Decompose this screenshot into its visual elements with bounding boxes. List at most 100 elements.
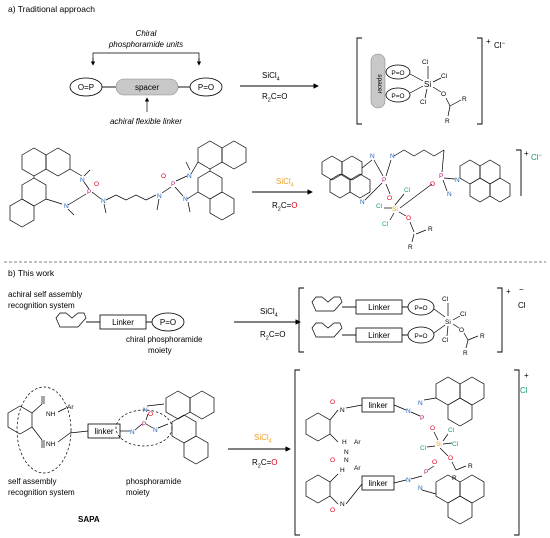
product-a-charge: +: [524, 149, 529, 158]
svg-text:P: P: [171, 181, 175, 188]
complex-a-spacer: [370, 53, 386, 109]
complex-a-r1: R: [462, 96, 467, 103]
complex-b-counterion: Cl: [518, 301, 526, 310]
complex-b-bond-5: [433, 308, 446, 318]
po-right-label: P=O: [198, 83, 214, 92]
complex-b-bond-13: [465, 339, 469, 349]
svg-text:N: N: [418, 485, 423, 492]
complex-a-cl-right: Cl: [441, 73, 448, 80]
complex-b-r-2: R: [463, 350, 468, 357]
po-left-label: O=P: [78, 83, 94, 92]
complex-b-bond-12: [467, 335, 479, 341]
svg-text:P: P: [382, 177, 386, 184]
complex-b-bond-11: [463, 332, 469, 341]
svg-text:Ar: Ar: [354, 465, 361, 472]
svg-text:O: O: [330, 457, 335, 464]
svg-text:Linker: Linker: [368, 331, 390, 340]
complex-a-bond-2: [409, 85, 424, 94]
complex-a-po-bottom: [385, 87, 411, 103]
svg-text:O: O: [432, 459, 437, 466]
svg-text:N: N: [406, 477, 411, 484]
svg-text:O: O: [161, 173, 166, 180]
complex-b-cl-3: Cl: [442, 337, 449, 344]
complex-b-bracket-right: [497, 287, 503, 353]
svg-text:N: N: [455, 177, 460, 184]
b2-reagent-sicl4: SiCl4: [254, 433, 272, 445]
self-recognition-label-2: recognition system: [8, 488, 75, 497]
svg-text:N: N: [340, 407, 345, 414]
svg-text:N: N: [406, 408, 411, 415]
svg-text:Ar: Ar: [354, 439, 361, 446]
svg-text:N: N: [130, 429, 135, 436]
complex-a-bond-6: [432, 86, 442, 93]
self-assembly-label-2: recognition system: [8, 301, 75, 310]
svg-text:N: N: [340, 501, 345, 508]
svg-text:linker: linker: [94, 427, 113, 436]
a2-reagent-r2co: R2C=O: [272, 201, 298, 213]
svg-text:NH: NH: [46, 411, 56, 418]
svg-text:Cl: Cl: [404, 187, 411, 194]
complex-a-charge: +: [486, 37, 491, 46]
product-b-bracket-left: [294, 369, 300, 536]
complex-b-cl-2: Cl: [460, 311, 467, 318]
complex-a-o: O: [441, 91, 446, 98]
product-a-complex: N N P N O Si Cl Cl Cl O P N N O R R: [321, 149, 511, 251]
svg-text:Si: Si: [392, 206, 398, 213]
svg-text:O: O: [148, 411, 153, 418]
svg-text:N: N: [418, 400, 423, 407]
chiral-bracket: [92, 52, 200, 64]
chiral-label-line1: Chiral: [136, 29, 157, 38]
phosphoramide-label-2: moiety: [126, 488, 150, 497]
complex-b-shape-bottom: [311, 322, 343, 338]
product-a-bracket: [516, 149, 522, 196]
complex-b-bond-6: [433, 324, 446, 334]
svg-text:O: O: [387, 195, 392, 202]
svg-text:R: R: [428, 226, 433, 233]
bisphosphoramide-molecule: N P O N N N P O N N: [9, 140, 247, 228]
product-b-charge: +: [524, 371, 529, 380]
svg-text:N: N: [157, 193, 162, 200]
svg-text:NH: NH: [46, 441, 56, 448]
svg-text:N: N: [187, 173, 192, 180]
complex-a-cl-bottom: Cl: [420, 99, 427, 106]
svg-text:P: P: [424, 469, 428, 476]
svg-text:O: O: [406, 215, 411, 222]
svg-text:O: O: [430, 425, 435, 432]
section-a-heading: a) Traditional approach: [8, 4, 95, 14]
svg-text:N: N: [64, 203, 69, 210]
svg-text:N: N: [80, 177, 85, 184]
complex-b-r-1: R: [480, 333, 485, 340]
svg-text:Si: Si: [436, 441, 442, 448]
a1-reagent-r2co: R2C=O: [262, 92, 288, 104]
chiral-moiety-label-1: chiral phosphoramide: [126, 335, 203, 344]
complex-b-cl-1: Cl: [442, 296, 449, 303]
svg-text:P: P: [439, 173, 443, 180]
product-b-complex: O N H N Ar O linker N P N O Si Cl Cl Cl …: [305, 376, 485, 525]
svg-text:P: P: [420, 415, 424, 422]
svg-text:R: R: [468, 463, 473, 470]
complex-b-shape-top: [311, 296, 343, 312]
po-right-node: [189, 77, 223, 97]
a2-reagent-sicl4: SiCl4: [276, 177, 294, 189]
complex-a-bond-5: [424, 88, 428, 99]
svg-text:N: N: [344, 449, 349, 456]
svg-text:Cl: Cl: [448, 427, 455, 434]
svg-text:linker: linker: [368, 401, 387, 410]
svg-text:Linker: Linker: [368, 303, 390, 312]
recognition-shape: [55, 312, 87, 328]
b1-reagent-r2co: R2C=O: [260, 330, 286, 342]
product-a-counterion: Cl−: [531, 153, 543, 162]
complex-a-si: Si: [424, 80, 431, 89]
svg-text:O: O: [430, 181, 435, 188]
svg-text:N: N: [360, 199, 365, 206]
complex-a-po-top: [385, 64, 411, 80]
b2-reagent-r2co: R2C=O: [252, 458, 278, 470]
complex-a-counterion: Cl−: [494, 41, 506, 50]
complex-b-po-top: [407, 298, 435, 316]
svg-text:N: N: [153, 427, 158, 434]
complex-a-bond-9: [447, 105, 451, 117]
po-label-b: P=O: [160, 318, 176, 327]
complex-b-si: Si: [445, 319, 451, 326]
linker-label: Linker: [112, 318, 134, 327]
